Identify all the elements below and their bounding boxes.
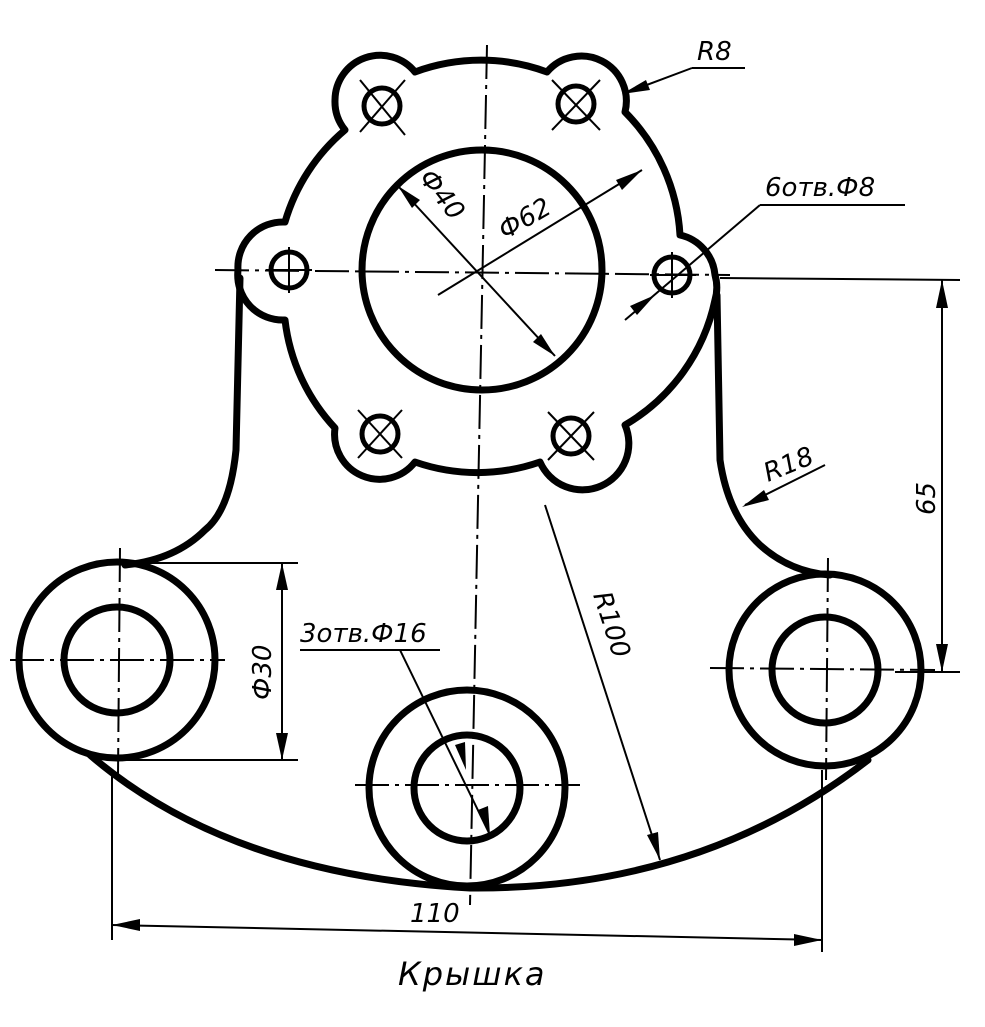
center-lines [10, 44, 936, 906]
label-phi62: Ф62 [494, 192, 557, 246]
body-left-side [121, 274, 244, 569]
arrow [276, 563, 288, 590]
small-hole [361, 85, 403, 127]
arrow [398, 186, 420, 208]
label-r18: R18 [759, 442, 818, 489]
label-r100: R100 [586, 588, 635, 662]
arrow [647, 832, 660, 860]
bottom-arc [86, 751, 872, 892]
right-boss-hole [768, 613, 882, 727]
r100-line [544, 504, 661, 861]
arrow [794, 934, 822, 946]
arrow [622, 80, 650, 94]
label-holes-small: 6отв.Ф8 [765, 173, 875, 203]
bottom-boss-hole [410, 731, 524, 845]
d110-line [111, 924, 823, 941]
small-hole [651, 254, 693, 296]
horizontal-axis-top [214, 269, 731, 276]
center-bore-phi40 [358, 146, 606, 394]
part-outline [86, 51, 872, 892]
arrow [533, 334, 555, 356]
dimension-lines [111, 67, 961, 952]
small-hole [550, 415, 592, 457]
hole-mark [359, 79, 406, 133]
arrow [478, 806, 490, 835]
hole-mark [551, 79, 601, 131]
label-phi30: Ф30 [248, 645, 278, 700]
hole-mark [547, 411, 595, 461]
phi62-line [437, 169, 643, 296]
holes-large-leader [399, 649, 491, 836]
arrow [112, 919, 140, 931]
right-boss-v-axis [825, 557, 829, 781]
label-d110: 110 [410, 899, 460, 929]
arrow [616, 170, 642, 190]
dimension-labels: R8 6отв.Ф8 Ф40 Ф62 R18 65 R100 Ф30 3отв.… [248, 37, 942, 929]
label-holes-large: 3отв.Ф16 [300, 619, 427, 649]
hole-mark [357, 409, 403, 459]
label-d65: 65 [912, 482, 942, 515]
left-boss-v-axis [117, 547, 121, 776]
left-boss-outer [15, 558, 219, 762]
bottom-boss-outer [365, 686, 569, 890]
arrow [630, 295, 655, 315]
left-boss-hole [60, 603, 174, 717]
drawing-title: Крышка [398, 955, 547, 993]
arrow [742, 490, 769, 507]
label-r8: R8 [697, 37, 732, 67]
arrow [936, 644, 948, 672]
d65-ext-top [719, 277, 961, 281]
holes [15, 83, 925, 890]
right-boss-outer [725, 570, 925, 770]
label-phi40: Ф40 [412, 164, 470, 226]
small-hole [268, 249, 310, 291]
small-hole [359, 413, 401, 455]
right-boss-h-axis [709, 667, 936, 671]
arrow [276, 733, 288, 760]
arrow [936, 280, 948, 308]
small-hole [555, 83, 597, 125]
body-right-side [713, 291, 834, 579]
arrow [455, 742, 466, 770]
